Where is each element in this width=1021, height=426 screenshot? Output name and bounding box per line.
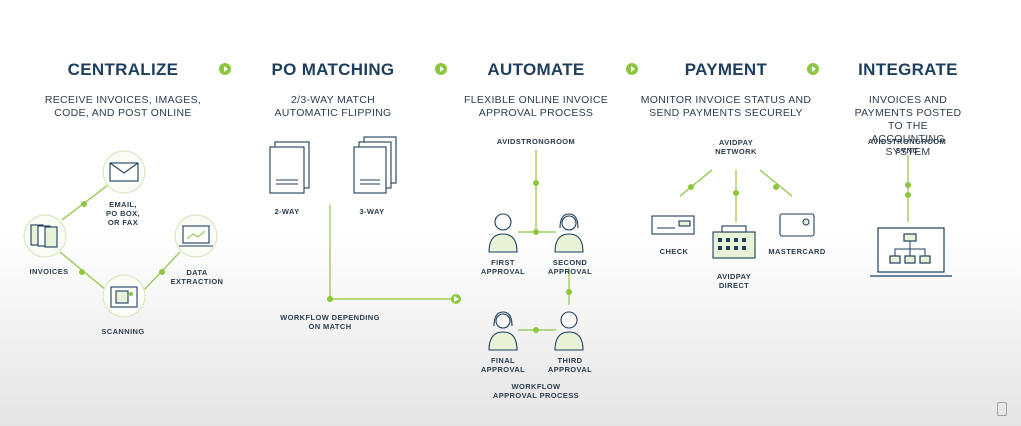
heading-integrate: INTEGRATE <box>858 60 958 79</box>
label-avidstrongroom: AVIDSTRONGROOM <box>496 137 576 146</box>
label-third-approval: THIRD APPROVAL <box>547 356 593 374</box>
label-invoices: INVOICES <box>29 267 69 276</box>
label-avidpay-direct: AVIDPAY DIRECT <box>716 272 752 290</box>
label-avidstrongroom-sync: AVIDSTRONGROOM SYNC <box>867 137 947 155</box>
heading-automate: AUTOMATE <box>487 60 585 79</box>
label-mastercard: MASTERCARD <box>768 247 826 256</box>
subtitle-integrate: INVOICES AND PAYMENTS POSTED TO THE ACCO… <box>854 94 962 158</box>
label-final-approval: FINAL APPROVAL <box>480 356 526 374</box>
label-workflow-approval-process: WORKFLOW APPROVAL PROCESS <box>492 382 580 400</box>
label-scanning: SCANNING <box>101 327 145 336</box>
subtitle-automate: FLEXIBLE ONLINE INVOICE APPROVAL PROCESS <box>463 94 609 119</box>
next-step-arrow-icon <box>435 63 447 75</box>
label-2-way: 2-WAY <box>274 207 300 216</box>
label-check: CHECK <box>659 247 689 256</box>
next-step-arrow-icon <box>219 63 231 75</box>
heading-centralize: CENTRALIZE <box>67 60 179 79</box>
label-data-extraction: DATA EXTRACTION <box>170 268 224 286</box>
subtitle-po-matching: 2/3-WAY MATCH AUTOMATIC FLIPPING <box>274 94 392 119</box>
label-3-way: 3-WAY <box>359 207 385 216</box>
label-avidpay-network: AVIDPAY NETWORK <box>715 138 757 156</box>
label-email-po-box-fax: EMAIL, PO BOX, OR FAX <box>105 200 141 227</box>
label-workflow-depending-on-match: WORKFLOW DEPENDING ON MATCH <box>280 313 380 331</box>
heading-payment: PAYMENT <box>684 60 768 79</box>
device-icon[interactable] <box>997 402 1007 416</box>
heading-po-matching: PO MATCHING <box>271 60 395 79</box>
label-first-approval: FIRST APPROVAL <box>480 258 526 276</box>
subtitle-centralize: RECEIVE INVOICES, IMAGES, CODE, AND POST… <box>44 94 202 119</box>
next-step-arrow-icon <box>626 63 638 75</box>
label-second-approval: SECOND APPROVAL <box>547 258 593 276</box>
subtitle-payment: MONITOR INVOICE STATUS AND SEND PAYMENTS… <box>640 94 812 119</box>
next-step-arrow-icon <box>807 63 819 75</box>
